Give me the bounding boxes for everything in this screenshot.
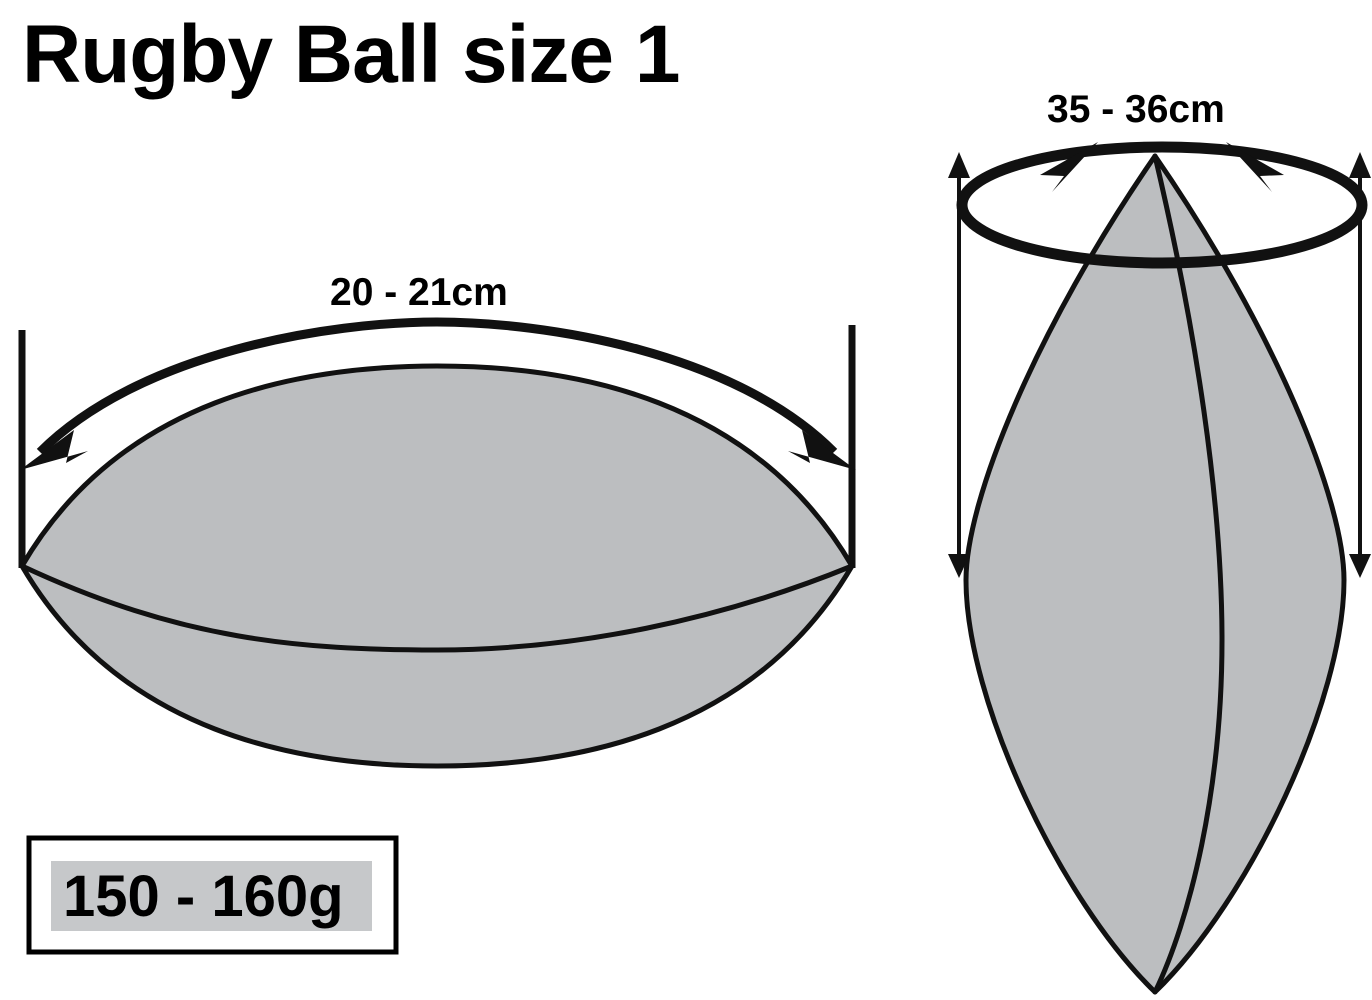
circumference-guide-arrow-right-top bbox=[1349, 152, 1371, 178]
weight-label: 150 - 160g bbox=[63, 864, 344, 929]
circumference-guide-arrow-left-bottom bbox=[948, 554, 970, 578]
length-dimension-arc bbox=[36, 317, 838, 456]
circumference-ring bbox=[956, 141, 1368, 269]
end-view-seam-line bbox=[1152, 153, 1225, 995]
circumference-arrowhead-right bbox=[1226, 142, 1284, 192]
page-title: Rugby Ball size 1 bbox=[22, 9, 679, 100]
end-view-ball-body bbox=[963, 153, 1347, 995]
weight-callout-box: 150 - 160g bbox=[26, 835, 399, 955]
weight-highlight-band bbox=[51, 861, 372, 931]
circumference-dimension-label: 35 - 36cm bbox=[1047, 88, 1225, 131]
circumference-arrowhead-left bbox=[1040, 142, 1098, 192]
length-dimension-label: 20 - 21cm bbox=[330, 271, 508, 314]
circumference-guide-arrow-left-top bbox=[948, 152, 970, 178]
circumference-guide-arrow-right-bottom bbox=[1349, 554, 1371, 578]
length-arrowhead-right bbox=[788, 430, 856, 470]
rugby-ball-end-view-group: 35 - 36cm bbox=[948, 88, 1371, 995]
side-view-seam-line bbox=[19, 563, 855, 653]
rugby-ball-side-view-group: 20 - 21cm bbox=[18, 271, 856, 769]
side-view-ball-body bbox=[19, 363, 855, 769]
length-arrowhead-left bbox=[20, 430, 88, 470]
